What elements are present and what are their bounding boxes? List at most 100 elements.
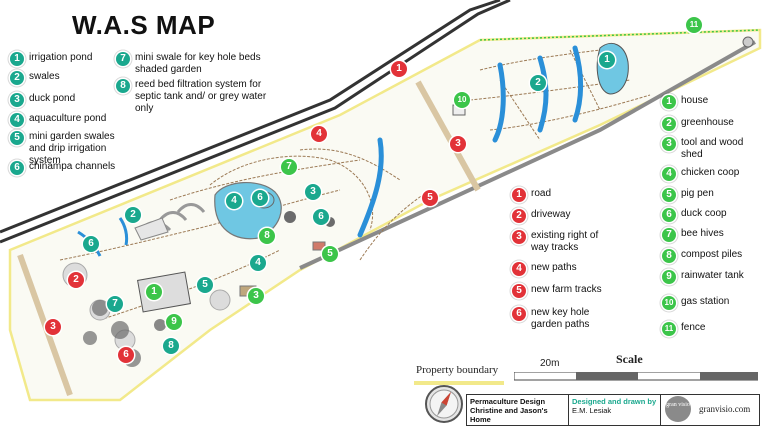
map-title: W.A.S MAP (72, 10, 216, 40)
legend-label: aquaculture pond (29, 113, 107, 124)
legend-number-badge: 5 (512, 284, 526, 298)
legend-label: mini garden swales and drip irrigation s… (29, 131, 115, 166)
legend-item: 6 chinampa channels (10, 161, 120, 175)
legend-label: new key hole garden paths (531, 307, 590, 330)
map-marker: 9 (166, 314, 182, 330)
legend-number-badge: 8 (662, 249, 676, 263)
legend-label: greenhouse (681, 117, 734, 128)
logo-text: gran visio (666, 402, 690, 408)
legend-label: gas station (681, 296, 730, 307)
legend-number-badge: 3 (10, 93, 24, 107)
legend-label: chicken coop (681, 167, 740, 178)
legend-label: road (531, 188, 552, 199)
legend-item: 8 reed bed filtration system for septic t… (116, 79, 276, 115)
map-marker: 8 (259, 228, 275, 244)
fence-line (479, 29, 761, 41)
legend-item: 4 chicken coop (662, 167, 762, 181)
project-line-3: Home (470, 415, 491, 424)
mini-swale-channel (118, 217, 129, 246)
designer-line-1: Designed and drawn by (572, 397, 657, 406)
designer-credit: Designed and drawn by E.M. Lesiak (569, 395, 661, 425)
legend-label: house (681, 95, 709, 106)
map-marker: 2 (125, 207, 141, 223)
map-marker: 11 (686, 17, 702, 33)
legend-number-badge: 4 (10, 113, 24, 127)
map-marker: 5 (197, 277, 213, 293)
map-marker: 10 (454, 92, 470, 108)
compass-icon (425, 385, 463, 423)
legend-label: bee hives (681, 228, 724, 239)
legend-item: 2 swales (10, 71, 120, 85)
legend-item: 5 pig pen (662, 188, 762, 202)
gran-visio-logo: gran visio (665, 396, 691, 422)
legend-label: duck pond (29, 93, 76, 104)
house-structure (137, 271, 191, 313)
farm-track (299, 40, 756, 270)
map-marker: 1 (146, 284, 162, 300)
legend-label: pig pen (681, 188, 714, 199)
title-block: Permaculture Design Christine and Jason'… (466, 394, 760, 426)
map-marker: 1 (599, 52, 615, 68)
designer-line-2: E.M. Lesiak (572, 406, 612, 415)
legend-label: fence (681, 322, 706, 333)
legend-label: driveway (531, 209, 571, 220)
right-of-way-track-2 (415, 80, 481, 192)
legend-item: 2 greenhouse (662, 117, 762, 131)
legend-number-badge: 5 (662, 188, 676, 202)
legend-number-badge: 7 (116, 52, 130, 66)
map-marker: 3 (45, 319, 61, 335)
road (0, 0, 511, 244)
brand-cell: gran visio granvisio.com (661, 395, 759, 425)
legend-number-badge: 10 (662, 296, 676, 310)
legend-label: swales (29, 71, 60, 82)
map-marker: 3 (305, 184, 321, 200)
map-marker: 7 (281, 159, 297, 175)
legend-item: 9 rainwater tank (662, 270, 762, 284)
legend-label: existing right of way tracks (531, 230, 599, 253)
legend-number-badge: 5 (10, 131, 24, 145)
legend-number-badge: 4 (512, 262, 526, 276)
legend-label: duck coop (681, 208, 727, 219)
coop-structure (312, 241, 326, 251)
map-marker: 2 (68, 272, 84, 288)
scale-distance: 20m (540, 358, 560, 369)
legend-label: mini swale for key hole beds shaded gard… (135, 52, 261, 75)
legend-number-badge: 2 (512, 209, 526, 223)
map-marker: 8 (163, 338, 179, 354)
irrigation-pond (596, 43, 629, 95)
legend-label: rainwater tank (681, 270, 744, 281)
legend-number-badge: 9 (662, 270, 676, 284)
property-boundary-swatch (414, 381, 504, 385)
legend-number-badge: 6 (10, 161, 24, 175)
map-marker: 3 (248, 288, 264, 304)
legend-number-badge: 2 (10, 71, 24, 85)
legend-label: new paths (531, 262, 577, 273)
map-marker: 4 (226, 193, 242, 209)
greenhouse-structure (134, 217, 169, 241)
legend-number-badge: 2 (662, 117, 676, 131)
project-line-2: Christine and Jason's (470, 406, 548, 415)
legend-item: 2 driveway (512, 209, 612, 223)
map-marker: 3 (450, 136, 466, 152)
map-marker: 4 (311, 126, 327, 142)
map-marker: 6 (313, 209, 329, 225)
project-line-1: Permaculture Design (470, 397, 546, 406)
legend-label: chinampa channels (29, 161, 116, 172)
website: granvisio.com (699, 404, 751, 414)
legend-label: tool and wood shed (681, 137, 744, 160)
legend-item: 7 mini swale for key hole beds shaded gar… (116, 52, 276, 76)
legend-number-badge: 4 (662, 167, 676, 181)
legend-label: reed bed filtration system for septic ta… (135, 79, 267, 114)
legend-number-badge: 8 (116, 79, 130, 93)
legend-number-badge: 7 (662, 228, 676, 242)
legend-number-badge: 1 (662, 95, 676, 109)
project-name: Permaculture Design Christine and Jason'… (467, 395, 569, 425)
